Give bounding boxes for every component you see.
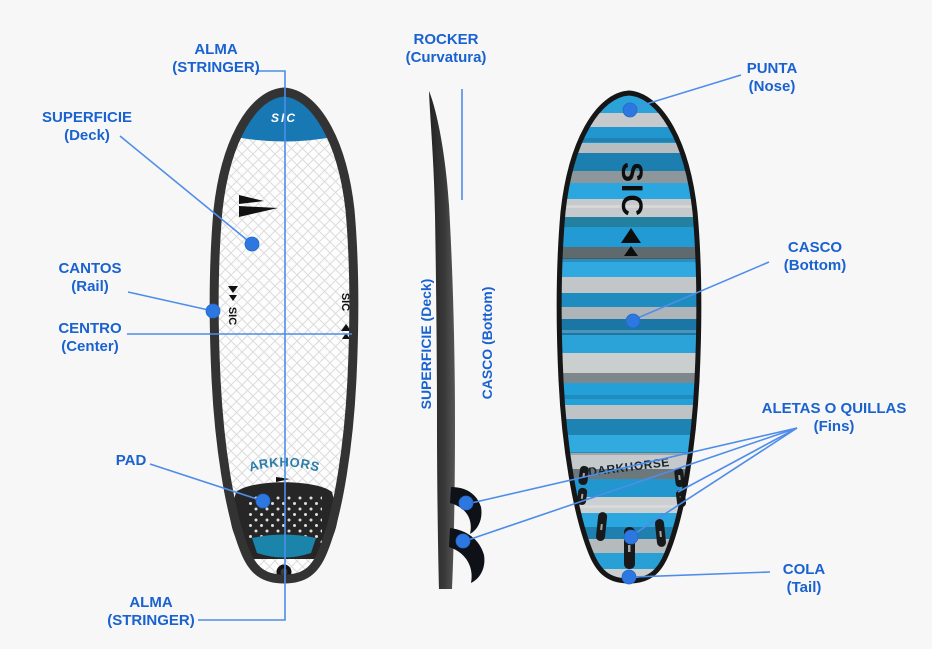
- marker-fin-front: [458, 495, 474, 511]
- bottom-stripe: [559, 469, 699, 479]
- marker-superficie: [244, 236, 260, 252]
- sic-logo-bottom: SIC: [615, 162, 648, 256]
- leader-fins-3: [630, 427, 798, 537]
- board-profile-view: [429, 91, 485, 589]
- leader-casco: [632, 261, 770, 321]
- label-superficie-profile: SUPERFICIE (Deck): [418, 278, 434, 410]
- leader-cola: [632, 571, 771, 578]
- board-bottom-view: SIC DARKHORSE: [556, 90, 702, 584]
- label-punta: PUNTA (Nose): [746, 60, 798, 95]
- marker-fin-center: [623, 529, 639, 545]
- svg-text:SIC: SIC: [226, 307, 238, 325]
- svg-text:SIC: SIC: [339, 293, 351, 311]
- marker-pad: [255, 493, 271, 509]
- sic-logo-rail-right: SIC: [339, 293, 351, 339]
- label-alma-top-line1: ALMA: [194, 41, 238, 58]
- bottom-stripe: [559, 171, 699, 183]
- label-centro: CENTRO (Center): [58, 320, 122, 355]
- bottom-stripe: [559, 183, 699, 199]
- bottom-stripe: [559, 127, 699, 143]
- bottom-stripe: [559, 419, 699, 435]
- bottom-stripe: [559, 513, 699, 527]
- bottom-stripe: [559, 293, 699, 307]
- bottom-stripe: [559, 453, 699, 469]
- deck-flag-logo: [239, 195, 278, 217]
- leader-cantos: [127, 291, 214, 312]
- bottom-stripe: [559, 479, 699, 497]
- leader-pad: [149, 463, 264, 502]
- label-cantos: CANTOS (Rail): [58, 260, 122, 295]
- pad-tail-kick: [252, 534, 316, 558]
- bottom-stripe: [559, 383, 699, 405]
- label-casco-bottom: CASCO (Bottom): [783, 239, 847, 274]
- leader-fins-2: [464, 427, 798, 542]
- deck-rail-outline: [209, 87, 359, 584]
- label-aletas: ALETAS O QUILLAS (Fins): [761, 400, 907, 435]
- label-alma-top: ALMA (STRINGER): [172, 41, 260, 77]
- leader-fins-1: [466, 427, 798, 505]
- bottom-stripe: [559, 435, 699, 453]
- profile-blade: [429, 91, 455, 589]
- bottom-stripe: [559, 143, 699, 153]
- label-pad: PAD: [115, 452, 147, 469]
- sic-logo-nose: SIC: [271, 111, 297, 125]
- board-deck-view: SIC SIC SIC DARKHORSE: [0, 0, 359, 584]
- bottom-stripe: [559, 497, 699, 513]
- marker-casco: [625, 313, 641, 329]
- label-casco-profile: CASCO (Bottom): [479, 286, 495, 400]
- leader-punta: [629, 74, 742, 110]
- bottom-stripe: [559, 353, 699, 373]
- bottom-stripe: [559, 259, 699, 277]
- bottom-stripes: [559, 93, 699, 581]
- bottom-paint-streaks: [559, 138, 699, 508]
- leader-fins-4: [677, 427, 798, 493]
- bottom-stripe: [559, 153, 699, 171]
- bottom-stripe: [559, 277, 699, 293]
- profile-fin-front: [450, 487, 482, 534]
- marker-fin-rear: [455, 533, 471, 549]
- label-alma-bottom: ALMA (STRINGER): [107, 594, 195, 629]
- leader-stringer: [198, 70, 286, 621]
- annotation-layer: [119, 70, 798, 621]
- label-rocker: ROCKER (Curvatura): [405, 31, 487, 66]
- sic-logo-rail-left: SIC: [226, 286, 238, 325]
- label-superficie: SUPERFICIE (Deck): [41, 109, 133, 144]
- bottom-stripe: [559, 217, 699, 227]
- label-alma-top-line2: (STRINGER): [172, 59, 260, 76]
- marker-punta: [622, 102, 638, 118]
- marker-cantos: [205, 303, 221, 319]
- bottom-stripe: [559, 307, 699, 319]
- bottom-stripe: [559, 373, 699, 383]
- bottom-stripe: [559, 199, 699, 217]
- bottom-stripe: [559, 335, 699, 353]
- leader-superficie: [119, 135, 253, 245]
- marker-cola: [621, 569, 637, 585]
- svg-text:SIC: SIC: [615, 162, 648, 218]
- label-cola: COLA (Tail): [782, 561, 826, 596]
- bottom-stripe: [559, 405, 699, 419]
